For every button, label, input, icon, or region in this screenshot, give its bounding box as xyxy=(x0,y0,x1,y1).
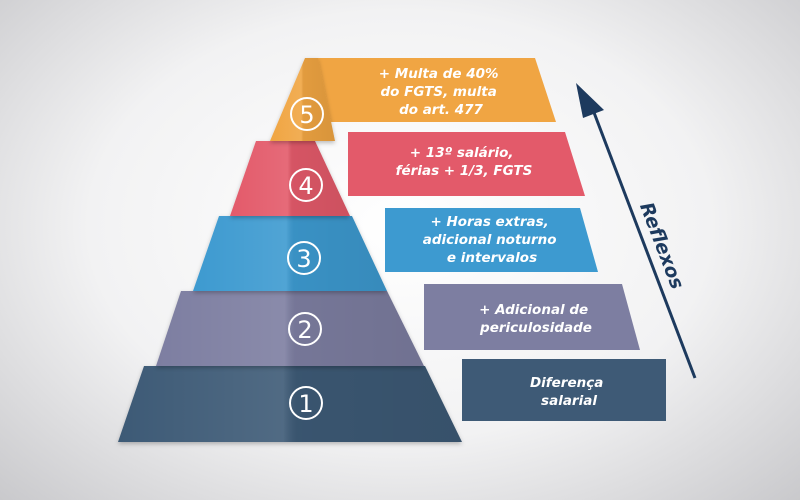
level-5-label: + Multa de 40% do FGTS, multa do art. 47… xyxy=(379,66,503,118)
level-4-number-circle xyxy=(289,168,323,202)
level-1-banner xyxy=(462,359,666,421)
level-5-number-circle xyxy=(290,97,324,131)
reflexos-label: Reflexos xyxy=(635,199,688,292)
level-5-label-line-3: do art. 477 xyxy=(399,102,483,118)
arrow-head xyxy=(576,83,604,118)
level-2-label-line-1: + Adicional de xyxy=(479,302,588,318)
level-3-label-line-3: e intervalos xyxy=(447,250,537,266)
level-5-number: 5 xyxy=(299,101,314,129)
arrow-shaft xyxy=(588,101,697,379)
level-3-label-line-2: adicional noturno xyxy=(423,232,557,248)
level-3-number: 3 xyxy=(296,245,311,273)
level-3-banner xyxy=(385,208,598,272)
level-1-label-line-1: Diferença xyxy=(530,375,603,391)
level-2-label-line-2: periculosidade xyxy=(479,320,592,336)
level-5-banner xyxy=(305,58,556,122)
level-2: 2 + Adicional de periculosidade xyxy=(156,284,640,366)
level-5-label-line-2: do FGTS, multa xyxy=(380,84,496,100)
level-1-label: Diferença salarial xyxy=(530,375,608,409)
level-3-number-circle xyxy=(287,241,321,275)
level-4-label-line-2: férias + 1/3, FGTS xyxy=(396,163,533,179)
level-3-shading xyxy=(193,216,387,291)
level-4-shading xyxy=(230,141,350,216)
level-2-number-circle xyxy=(288,312,322,346)
level-2-banner xyxy=(424,284,640,350)
level-4-banner xyxy=(348,132,585,196)
level-4: 4 + 13º salário, férias + 1/3, FGTS xyxy=(230,132,585,216)
level-3-label-line-1: + Horas extras, xyxy=(430,214,548,230)
level-2-number: 2 xyxy=(297,316,312,344)
level-5: 5 + Multa de 40% do FGTS, multa do art. … xyxy=(270,58,556,141)
level-3-label: + Horas extras, adicional noturno e inte… xyxy=(423,214,562,266)
level-2-label: + Adicional de periculosidade xyxy=(479,302,593,336)
level-1-number-circle xyxy=(289,386,323,420)
level-4-label: + 13º salário, férias + 1/3, FGTS xyxy=(396,145,533,179)
level-1-number: 1 xyxy=(298,390,313,418)
level-4-number: 4 xyxy=(298,172,313,200)
level-1: 1 Diferença salarial xyxy=(118,359,666,442)
level-4-label-line-1: + 13º salário, xyxy=(410,145,514,161)
level-1-label-line-2: salarial xyxy=(541,393,597,409)
level-3: 3 + Horas extras, adicional noturno e in… xyxy=(193,208,598,291)
level-5-label-line-1: + Multa de 40% xyxy=(379,66,499,82)
